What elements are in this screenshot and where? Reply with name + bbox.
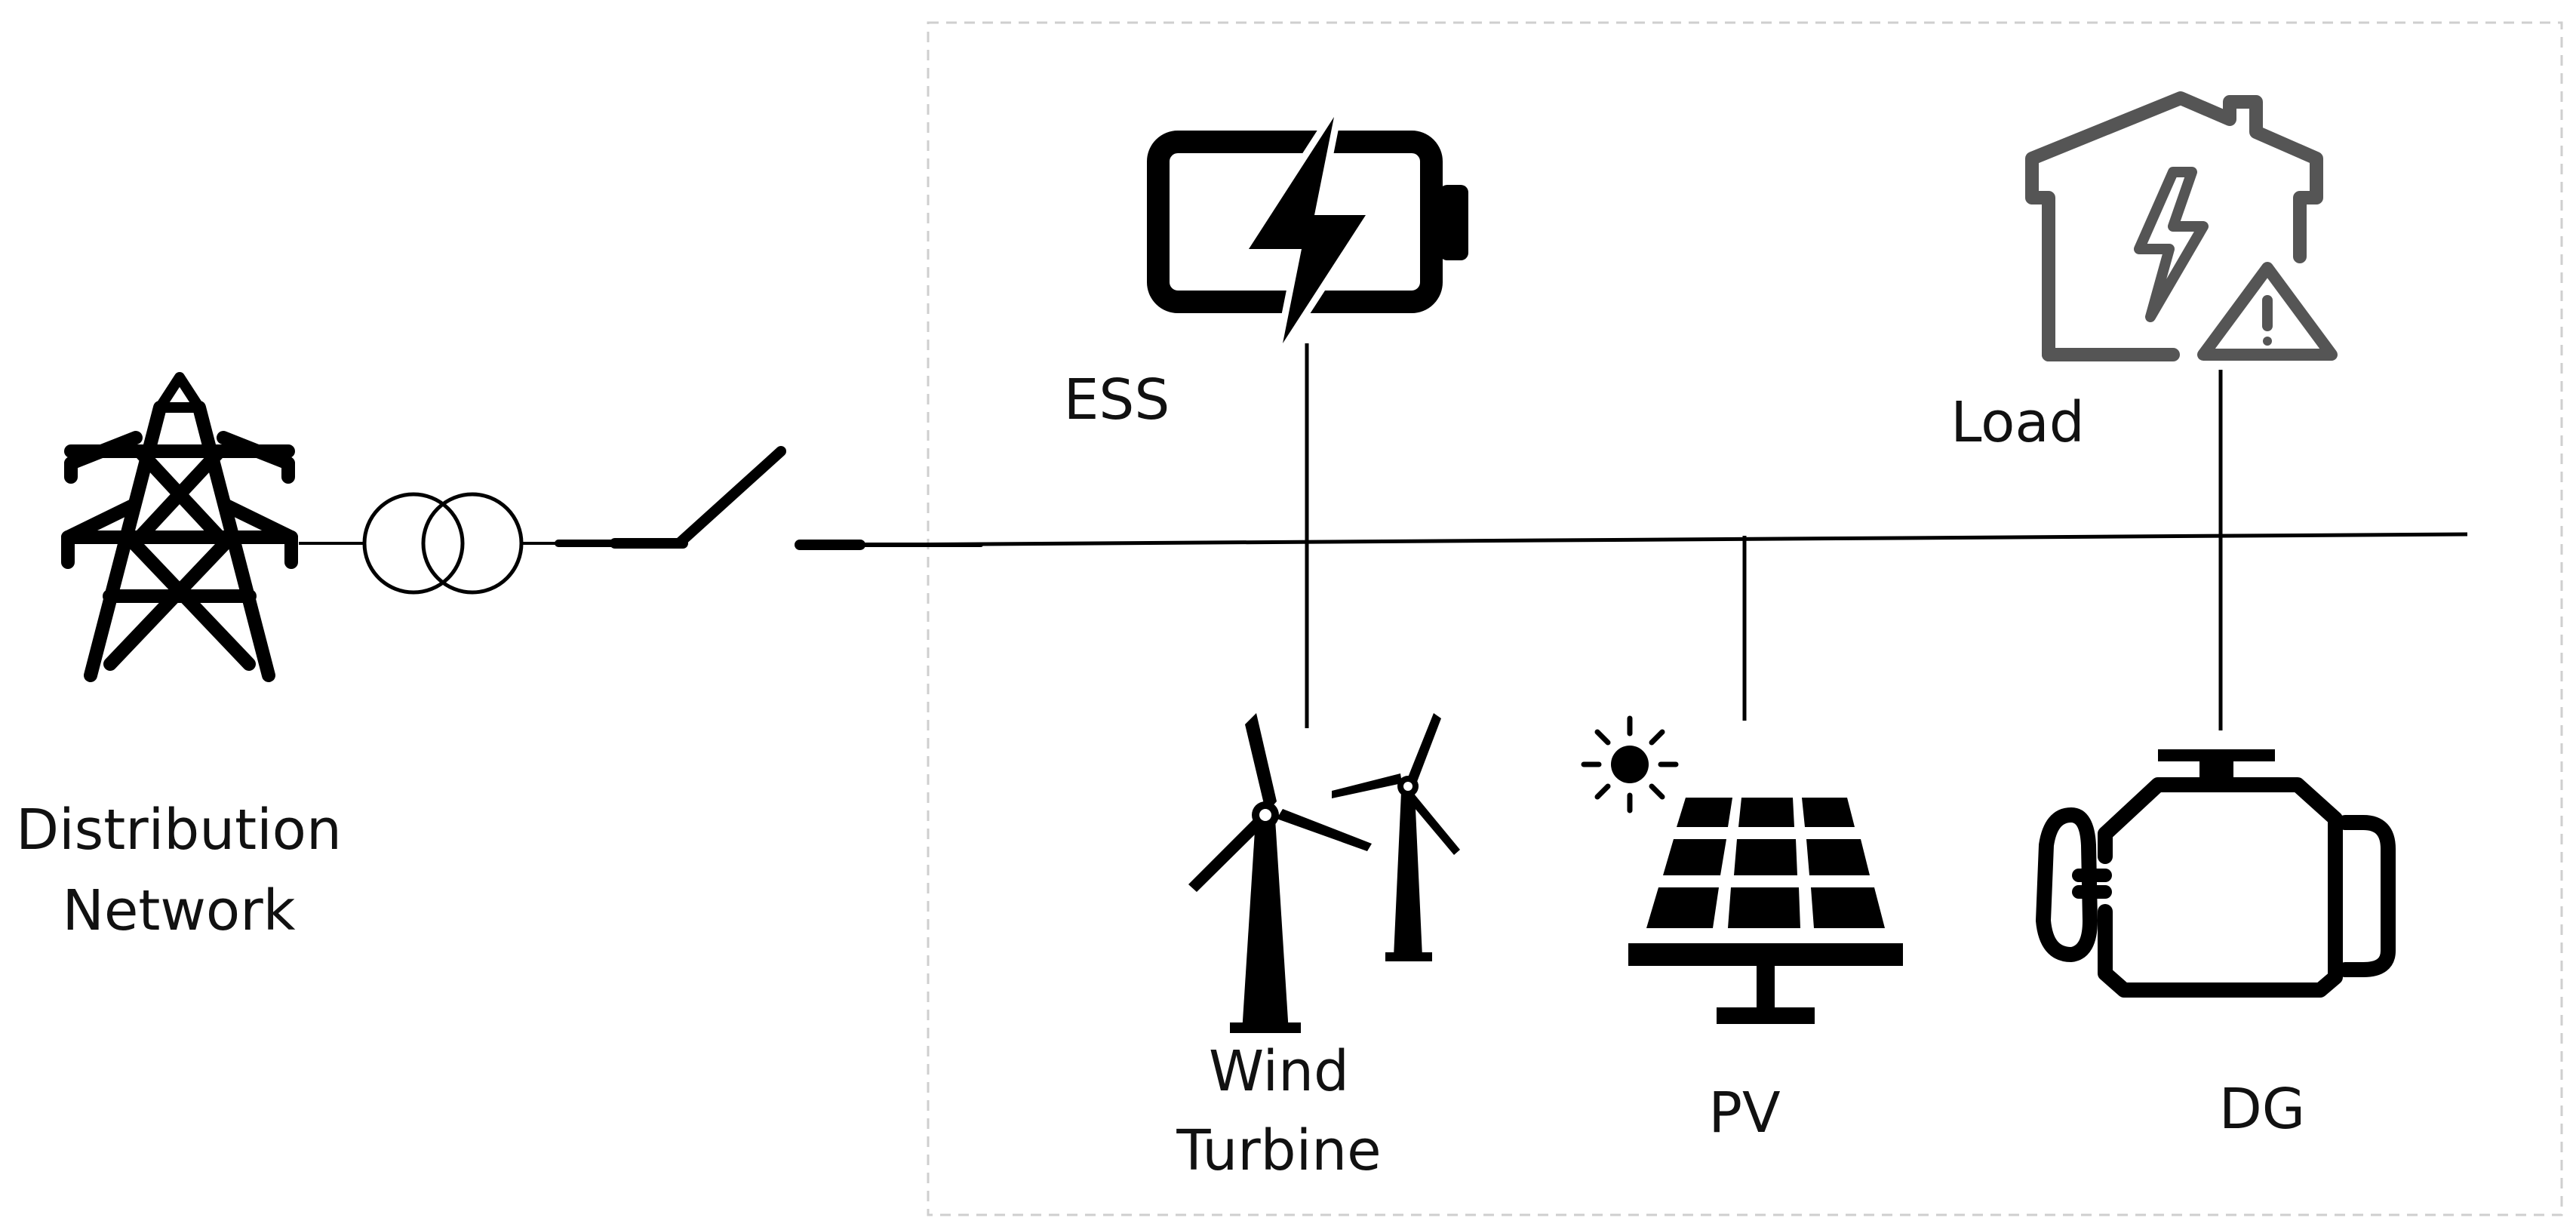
microgrid-boundary — [927, 21, 2563, 1216]
engine-generator-icon — [2036, 749, 2396, 998]
house-power-warning-icon — [2025, 91, 2338, 361]
transmission-tower-icon — [61, 372, 298, 682]
pv-label: PV — [1708, 1081, 1781, 1145]
load-label: Load — [1950, 390, 2085, 455]
wind-turbine-label-line1: Wind — [1209, 1039, 1349, 1104]
distribution-network-label-line1: Distribution — [16, 798, 342, 863]
battery-charging-icon — [1147, 110, 1468, 350]
ess-label: ESS — [1064, 367, 1170, 432]
wind-turbine-icon — [1188, 713, 1460, 1033]
solar-panel-sun-icon — [1581, 715, 1903, 1024]
bus-lines — [867, 343, 2468, 730]
distribution-network-label-line2: Network — [63, 878, 296, 943]
dg-label: DG — [2219, 1077, 2305, 1142]
wind-turbine-label-line2: Turbine — [1176, 1118, 1381, 1183]
main-bus — [867, 532, 2468, 547]
open-switch-icon — [555, 446, 983, 550]
labels: Distribution Network ESS Load Wind Turbi… — [16, 367, 2305, 1183]
